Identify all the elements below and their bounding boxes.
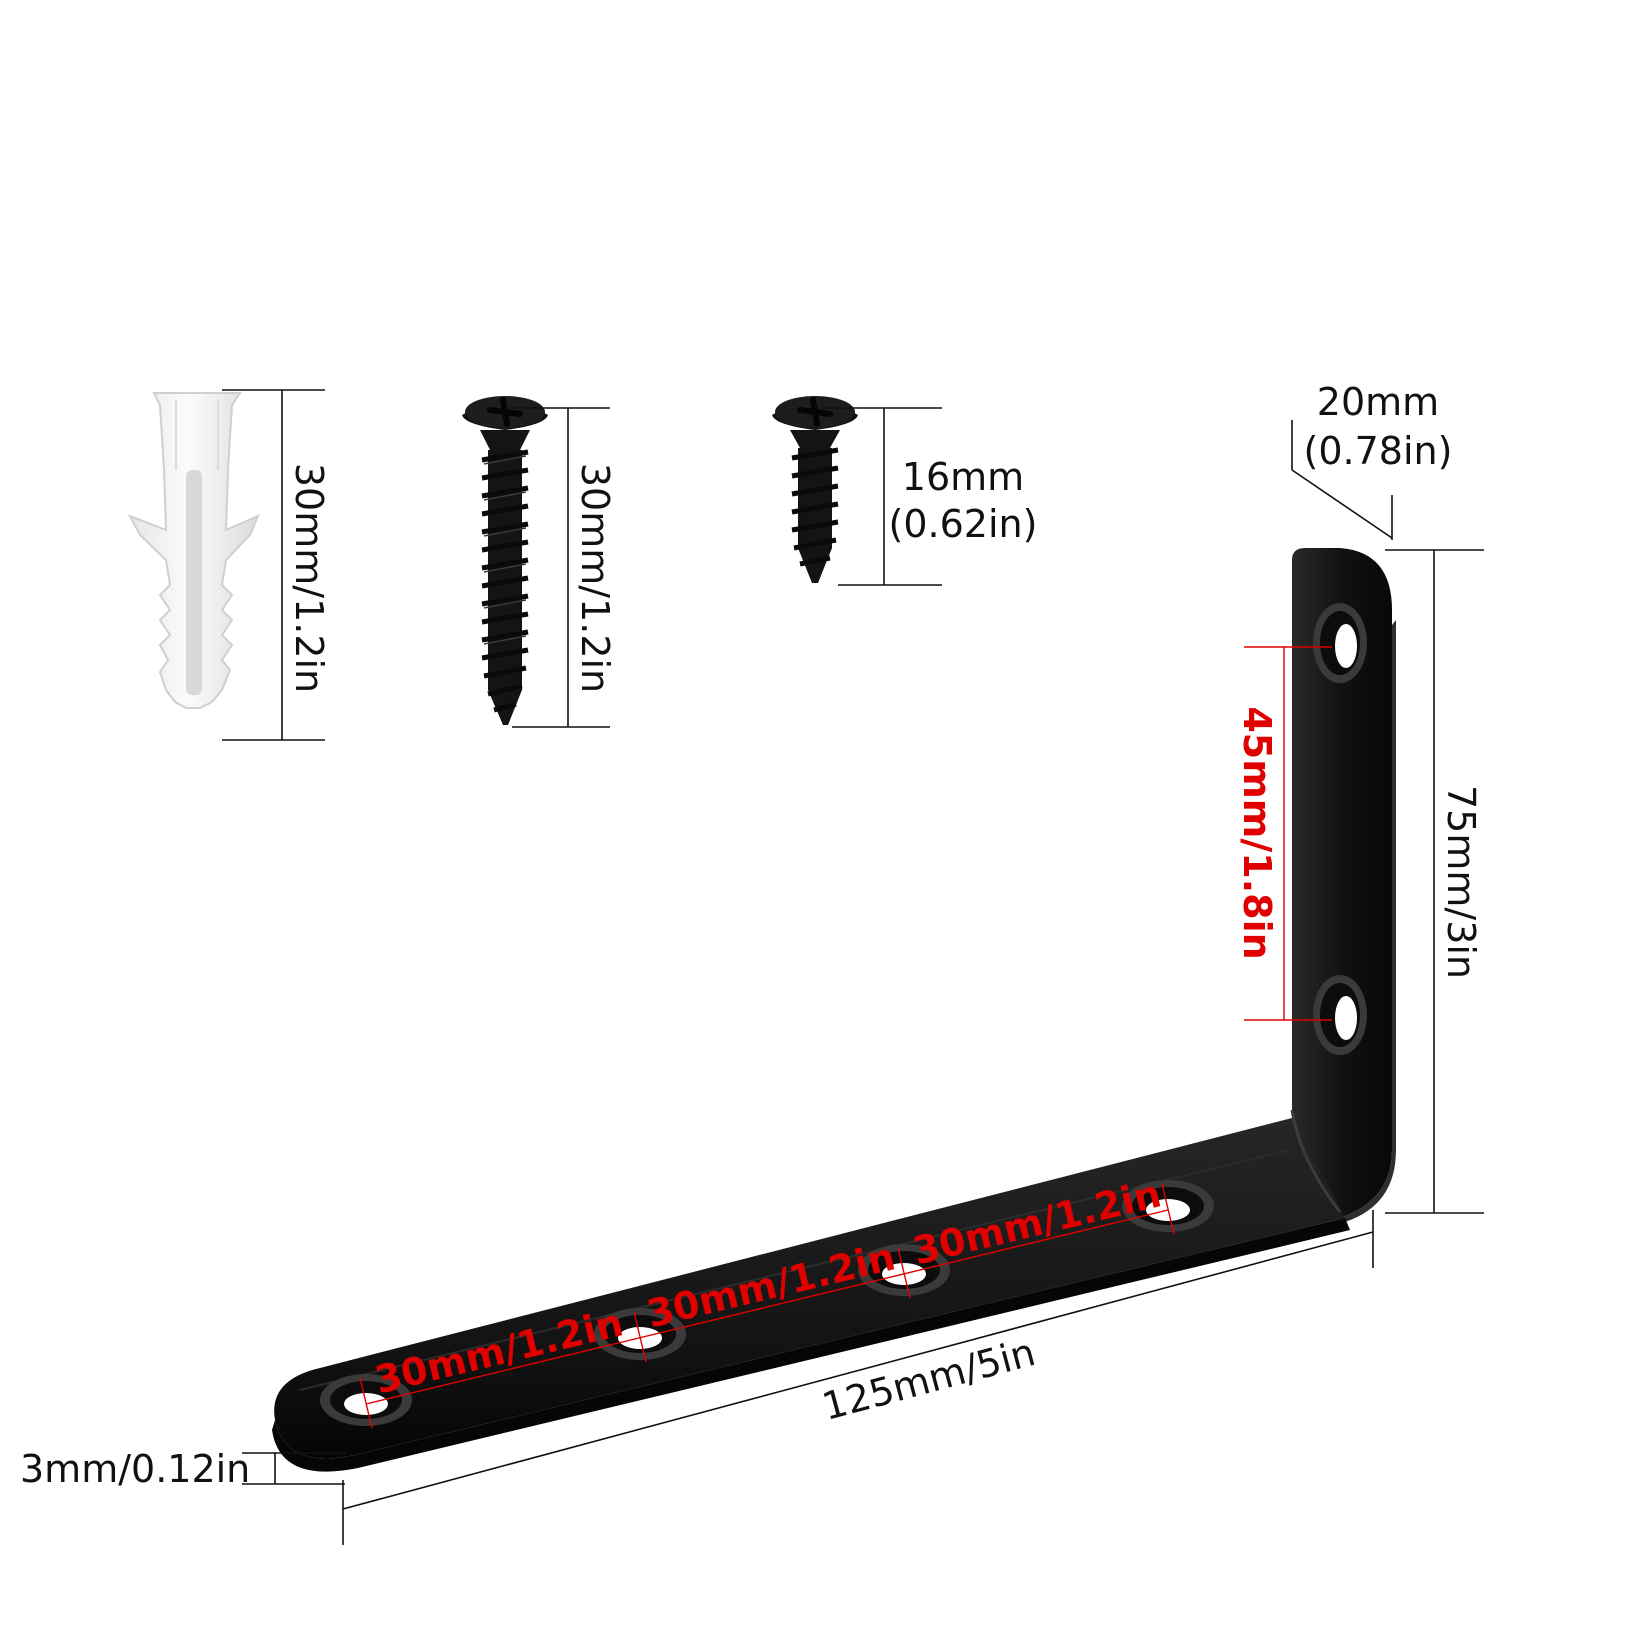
bracket-thickness-label: 3mm/0.12in [20,1447,250,1491]
short-screw-length-label-line2: (0.62in) [889,502,1038,546]
bracket-thickness-dimension: 3mm/0.12in [20,1447,345,1491]
long-screw-dimension: 30mm/1.2in [512,407,617,728]
bracket-width-label-line1: 20mm [1317,380,1439,424]
long-screw-icon [462,396,548,725]
long-screw-length-label: 30mm/1.2in [573,463,617,693]
anchor-dimension: 30mm/1.2in [222,389,331,741]
bracket-hole [858,1244,950,1296]
bracket-height-dimension: 75mm/3in [1385,549,1484,1214]
short-screw-icon [772,396,858,583]
bracket-hole [1313,975,1367,1055]
vertical-hole-spacing-label: 45mm/1.8in [1235,706,1279,959]
short-screw-dimension: 16mm (0.62in) [822,407,1038,586]
bracket-width-label-line2: (0.78in) [1304,429,1453,473]
bracket-height-label: 75mm/3in [1439,785,1483,979]
bracket-hole [1122,1180,1214,1232]
bracket-width-dimension: 20mm (0.78in) [1291,380,1453,540]
anchor-length-label: 30mm/1.2in [287,463,331,693]
bracket-hole [594,1308,686,1360]
l-bracket-icon [272,548,1396,1472]
vertical-hole-spacing-dimension: 45mm/1.8in [1235,646,1332,1021]
short-screw-length-label-line1: 16mm [902,455,1024,499]
anchor-icon [127,392,260,709]
bracket-hole [1313,603,1367,683]
